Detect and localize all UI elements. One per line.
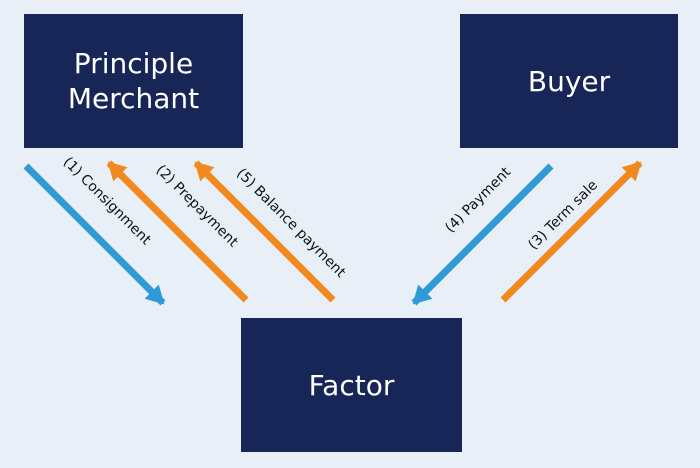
payment-label: (4) Payment (442, 164, 514, 236)
principal-label-line2: Merchant (67, 82, 200, 115)
principal-merchant-box: Principle Merchant (24, 14, 243, 148)
prepayment-label: (2) Prepayment (153, 162, 242, 251)
buyer-box: Buyer (460, 14, 678, 148)
prepayment-arrow-line (106, 160, 249, 303)
factor-box: Factor (241, 318, 462, 452)
payment-arrow-line (411, 163, 554, 306)
buyer-label: Buyer (527, 64, 611, 98)
balance-payment-arrow-line (193, 160, 336, 303)
principal-label-line1: Principle (73, 47, 194, 80)
consignment-arrow: (1) Consignment (23, 154, 166, 306)
factor-label: Factor (308, 368, 395, 402)
term-sale-arrow: (3) Term sale (500, 160, 643, 303)
payment-arrow: (4) Payment (411, 163, 554, 306)
consignment-arrow-line (23, 163, 166, 306)
term-sale-arrow-line (500, 160, 643, 303)
principal-merchant-label: Principle Merchant (68, 46, 199, 116)
balance-payment-label: (5) Balance payment (233, 166, 349, 282)
consignment-label: (1) Consignment (60, 154, 154, 248)
